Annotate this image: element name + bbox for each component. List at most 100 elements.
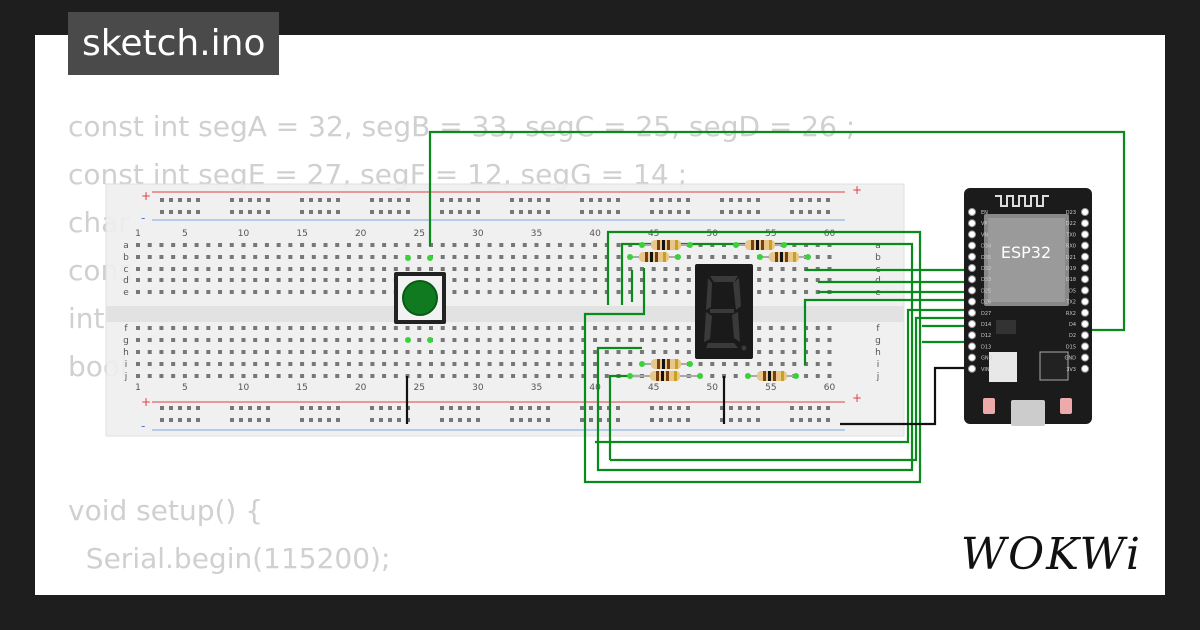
rail-hole — [300, 418, 304, 422]
rail-hole — [738, 198, 742, 202]
breadboard-hole — [522, 350, 527, 354]
breadboard-hole — [335, 290, 340, 294]
breadboard-hole — [171, 255, 176, 259]
esp32-pin-label: D33 — [981, 277, 991, 283]
resistor-band — [675, 359, 678, 369]
esp32-pin-label: GND — [1065, 356, 1077, 362]
pin-dot — [627, 254, 633, 260]
esp32-pin — [1081, 230, 1089, 239]
breadboard-hole — [745, 255, 750, 259]
breadboard-hole — [511, 267, 516, 271]
rail-hole — [817, 210, 821, 214]
rail-hole — [738, 406, 742, 410]
pin-dot — [733, 242, 739, 248]
row-letter: f — [876, 324, 880, 334]
breadboard-hole — [475, 350, 480, 354]
breadboard-hole — [686, 326, 691, 330]
resistor-band — [769, 240, 772, 250]
esp32-pin — [1081, 241, 1089, 250]
breadboard-hole — [698, 362, 703, 366]
breadboard-hole — [311, 290, 316, 294]
breadboard-hole — [405, 243, 410, 247]
breadboard-hole — [639, 326, 644, 330]
breadboard-hole — [147, 267, 152, 271]
rail-hole — [379, 210, 383, 214]
breadboard-hole — [604, 374, 609, 378]
breadboard-hole — [452, 255, 457, 259]
breadboard-hole — [511, 255, 516, 259]
breadboard-hole — [569, 350, 574, 354]
breadboard-hole — [581, 362, 586, 366]
breadboard-hole — [335, 374, 340, 378]
breadboard-hole — [675, 290, 680, 294]
resistor-band — [661, 371, 664, 381]
breadboard-hole — [323, 278, 328, 282]
push-button[interactable] — [394, 255, 446, 343]
breadboard-hole — [651, 290, 656, 294]
breadboard-hole — [557, 350, 562, 354]
breadboard-hole — [616, 243, 621, 247]
column-number: 10 — [238, 229, 250, 239]
esp32-pin-label: VP — [981, 221, 987, 227]
esp32-pin-label: D5 — [1069, 288, 1076, 294]
breadboard-hole — [182, 362, 187, 366]
breadboard-hole — [358, 362, 363, 366]
breadboard-hole — [264, 326, 269, 330]
breadboard-hole — [159, 255, 164, 259]
breadboard-hole — [147, 350, 152, 354]
breadboard-hole — [229, 290, 234, 294]
breadboard-hole — [452, 350, 457, 354]
breadboard-hole — [346, 362, 351, 366]
ground-wires — [405, 366, 972, 426]
rail-hole — [598, 198, 602, 202]
column-number: 40 — [589, 229, 601, 239]
breadboard-hole — [393, 350, 398, 354]
column-number: 5 — [182, 383, 188, 393]
breadboard-hole — [171, 326, 176, 330]
breadboard-hole — [616, 362, 621, 366]
breadboard-hole — [628, 362, 633, 366]
rail-hole — [607, 198, 611, 202]
rail-plus-label: + — [852, 183, 862, 197]
breadboard-hole — [147, 374, 152, 378]
breadboard-hole — [136, 255, 140, 259]
breadboard-hole — [475, 290, 480, 294]
breadboard-hole — [182, 326, 187, 330]
breadboard-hole — [452, 338, 457, 342]
breadboard-hole — [358, 290, 363, 294]
rail-hole — [257, 406, 261, 410]
breadboard-hole — [405, 267, 410, 271]
breadboard-hole — [593, 255, 598, 259]
pin-dot — [639, 361, 645, 367]
resistor-band — [781, 371, 784, 381]
breadboard-hole — [511, 374, 516, 378]
breadboard-hole — [569, 255, 574, 259]
breadboard-hole — [675, 338, 680, 342]
breadboard-hole — [792, 290, 797, 294]
row-letter: i — [877, 360, 880, 370]
breadboard-hole — [358, 374, 363, 378]
breadboard-hole — [522, 255, 527, 259]
rail-hole — [546, 406, 550, 410]
pin-dot — [627, 373, 633, 379]
breadboard-hole — [604, 338, 609, 342]
rail-hole — [537, 418, 541, 422]
breadboard-hole — [241, 326, 246, 330]
breadboard-hole — [206, 278, 211, 282]
rail-hole — [187, 198, 191, 202]
esp32-pin-label: D27 — [981, 311, 991, 317]
rail-hole — [257, 210, 261, 214]
rail-hole — [720, 418, 724, 422]
rail-hole — [528, 418, 532, 422]
breadboard-hole — [206, 267, 211, 271]
breadboard-hole — [464, 278, 469, 282]
breadboard-hole — [358, 350, 363, 354]
file-tab[interactable]: sketch.ino — [68, 12, 280, 75]
breadboard-hole — [311, 350, 316, 354]
breadboard-hole — [288, 255, 293, 259]
breadboard-hole — [264, 290, 269, 294]
rail-hole — [808, 198, 812, 202]
breadboard-hole — [464, 350, 469, 354]
breadboard-hole — [311, 362, 316, 366]
